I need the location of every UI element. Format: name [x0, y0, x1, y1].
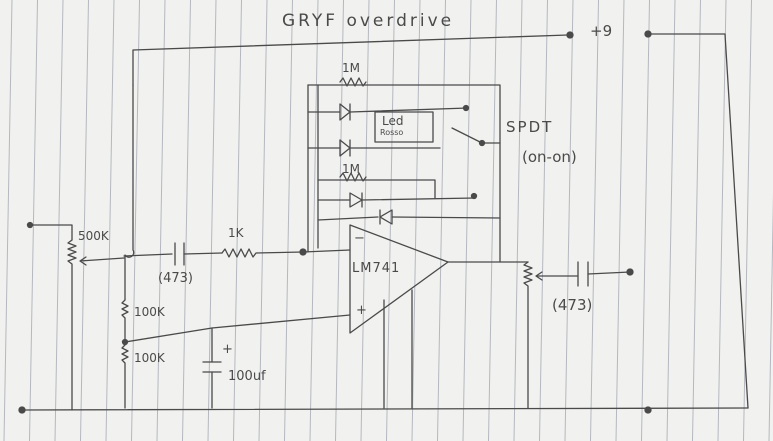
ruled-line — [462, 0, 472, 441]
ruled-line — [641, 0, 650, 441]
supply-rail — [132, 34, 569, 86]
ruled-line — [615, 0, 625, 441]
ruled-line — [3, 0, 13, 441]
opamp-power-wires — [383, 289, 413, 409]
fb-row-resistor — [317, 179, 436, 199]
led-note-box — [374, 111, 434, 143]
resistor-100k-upper — [121, 299, 129, 341]
ruled-line — [309, 0, 319, 441]
opamp-triangle — [349, 224, 449, 334]
cap-to-resistor-wire — [183, 252, 223, 255]
ruled-line — [666, 0, 676, 441]
ruled-line — [360, 0, 370, 441]
output-terminal — [626, 268, 634, 276]
spdt-lever — [451, 127, 501, 144]
ruled-line — [233, 0, 242, 441]
resistor-1m-lower — [339, 172, 367, 182]
led-1 — [339, 103, 351, 121]
resistor-100k-lower — [121, 344, 129, 409]
ruled-line — [335, 0, 344, 441]
ruled-line — [29, 0, 38, 441]
right-vertical-wire — [649, 33, 749, 409]
ruled-line — [743, 0, 752, 441]
ground-terminal-right — [644, 406, 652, 414]
resistor-1m-top — [339, 77, 367, 87]
ruled-line — [156, 0, 166, 441]
ruled-line — [105, 0, 115, 441]
bias-capacitor-plates — [202, 361, 222, 373]
ruled-line — [768, 192, 773, 441]
ruled-line — [437, 0, 446, 441]
spdt-contact-a — [462, 104, 470, 112]
ruled-line — [513, 0, 523, 441]
ruled-line — [564, 0, 574, 441]
ruled-line — [539, 0, 548, 441]
input-terminal — [26, 221, 34, 229]
inverting-input-wire — [302, 249, 351, 253]
spdt-contact-b — [470, 192, 478, 200]
ruled-line — [488, 0, 497, 441]
input-wire-to-cap — [123, 253, 173, 257]
ruled-line — [131, 0, 140, 441]
diode-1 — [349, 192, 363, 208]
bias-vertical-wire — [124, 84, 135, 301]
ruled-lines — [3, 0, 773, 441]
output-pot-wiper — [535, 271, 579, 281]
ruled-line — [284, 0, 293, 441]
ground-rail — [21, 407, 749, 411]
ruled-line — [717, 0, 727, 441]
ground-terminal-left — [18, 406, 26, 414]
led-2 — [339, 139, 351, 157]
resistor-1k — [221, 248, 304, 258]
ruled-line — [182, 0, 191, 441]
ruled-line — [590, 0, 599, 441]
output-wire — [587, 271, 631, 275]
fb-row-diode-1 — [317, 197, 476, 201]
pot-input-wire — [29, 224, 73, 241]
led-row-1 — [307, 107, 469, 113]
ruled-line — [207, 0, 217, 441]
ruled-line — [692, 0, 701, 441]
circuit-schematic — [18, 30, 749, 414]
ruled-line — [386, 0, 395, 441]
ruled-line — [411, 0, 421, 441]
ruled-line — [258, 0, 268, 441]
supply-terminal — [566, 31, 574, 39]
ruled-line — [54, 0, 64, 441]
ruled-line — [80, 0, 89, 441]
pot-500k-symbol — [67, 239, 77, 411]
diode-2 — [379, 209, 393, 225]
output-pot-symbol — [523, 261, 533, 409]
fb-row-diode-2 — [317, 216, 501, 221]
pot-wiper-arrow — [79, 256, 125, 266]
feedback-top-wire — [307, 84, 501, 263]
